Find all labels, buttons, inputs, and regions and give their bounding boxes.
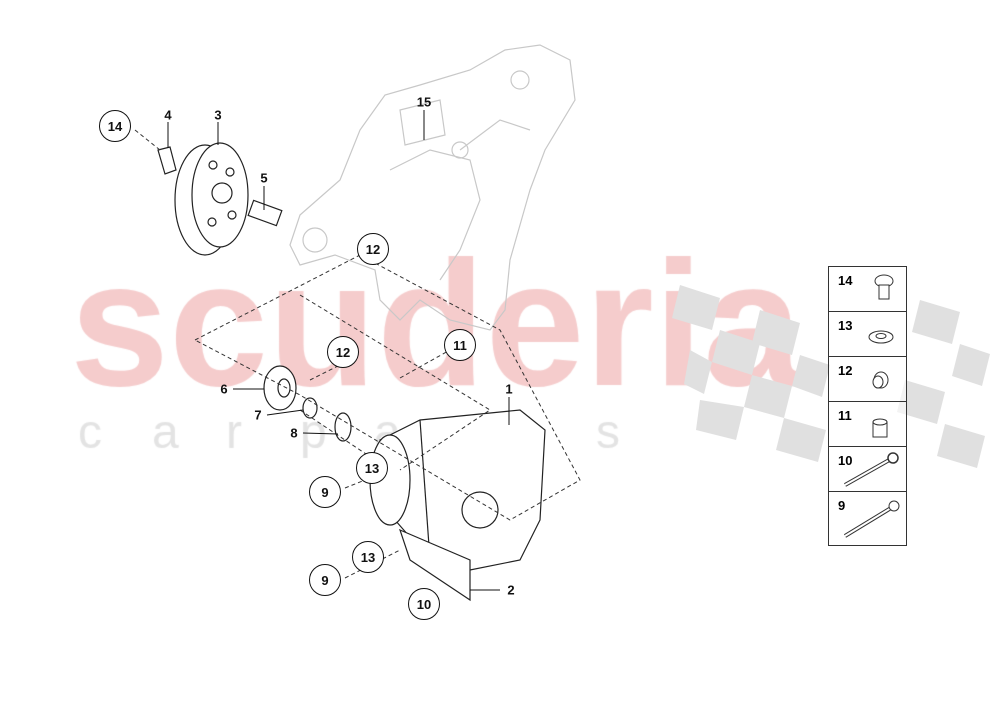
legend-number: 13 (838, 318, 853, 333)
pulley (157, 142, 283, 256)
callout-9: 9 (309, 564, 341, 596)
legend-row-10: 10 (829, 447, 906, 492)
callout-5: 5 (260, 170, 268, 186)
legend-number: 10 (838, 453, 853, 468)
callout-4: 4 (164, 107, 172, 123)
sleeve-icon (872, 418, 888, 438)
callout-12: 12 (327, 336, 359, 368)
callout-9: 9 (309, 476, 341, 508)
callout-3: 3 (214, 107, 222, 123)
legend-number: 14 (838, 273, 853, 288)
long-bolt-icon (843, 500, 900, 538)
callout-15: 15 (416, 94, 432, 110)
legend-row-12: 12 (829, 357, 906, 402)
legend-row-11: 11 (829, 402, 906, 447)
callout-2: 2 (507, 582, 515, 598)
callout-7: 7 (254, 407, 262, 423)
legend-row-9: 9 (829, 492, 906, 545)
bearing-and-rings (263, 365, 352, 442)
callout-13: 13 (352, 541, 384, 573)
callout-8: 8 (290, 425, 298, 441)
leader-lines (167, 110, 510, 591)
compressor (369, 409, 546, 602)
callout-10: 10 (408, 588, 440, 620)
legend-row-13: 13 (829, 312, 906, 357)
callout-1: 1 (505, 381, 513, 397)
long-bolt-icon (844, 452, 899, 487)
callout-13: 13 (356, 452, 388, 484)
legend-row-14: 14 (829, 267, 906, 312)
callout-12: 12 (357, 233, 389, 265)
bushing-icon (872, 371, 889, 389)
callout-6: 6 (220, 381, 228, 397)
washer-icon (868, 330, 894, 344)
legend-number: 9 (838, 498, 846, 513)
callout-11: 11 (444, 329, 476, 361)
parts-legend: 14 13 12 11 10 9 (828, 266, 907, 546)
mounting-bracket (289, 44, 576, 331)
callout-14: 14 (99, 110, 131, 142)
checkered-flag-watermark (672, 285, 990, 468)
legend-number: 11 (838, 408, 852, 423)
legend-number: 12 (838, 363, 853, 378)
bolt-icon (874, 274, 894, 300)
